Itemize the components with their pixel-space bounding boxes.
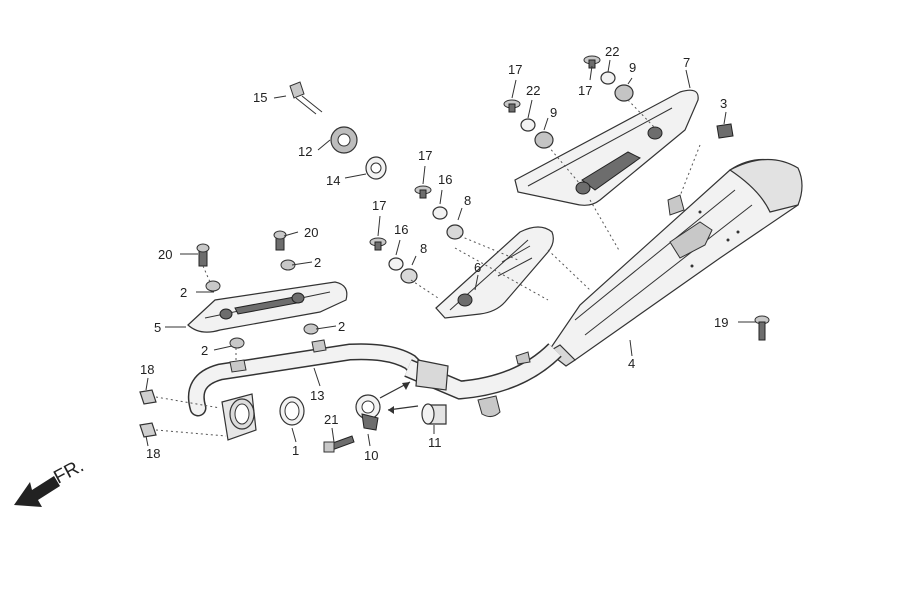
callout-17: 17 — [372, 198, 386, 213]
callout-2: 2 — [201, 343, 208, 358]
callout-18: 18 — [146, 446, 160, 461]
callout-16: 16 — [394, 222, 408, 237]
callout-17: 17 — [418, 148, 432, 163]
front-arrow-icon — [14, 476, 60, 507]
callout-2: 2 — [314, 255, 321, 270]
callout-5: 5 — [154, 320, 161, 335]
callout-21: 21 — [324, 412, 338, 427]
small-parts — [139, 55, 770, 453]
callout-17: 17 — [578, 83, 592, 98]
callout-1: 1 — [292, 443, 299, 458]
callout-2: 2 — [180, 285, 187, 300]
callout-4: 4 — [628, 356, 635, 371]
callout-2: 2 — [338, 319, 345, 334]
callout-numbers: 1 2 2 2 2 3 4 5 6 7 8 8 9 9 10 11 12 13 … — [140, 44, 728, 463]
callout-9: 9 — [550, 105, 557, 120]
callout-6: 6 — [474, 260, 481, 275]
callout-11: 11 — [428, 435, 442, 450]
exhaust-pipe — [187, 339, 562, 441]
muffler — [546, 158, 803, 367]
callout-17: 17 — [508, 62, 522, 77]
muffler-bracket — [435, 226, 554, 319]
callout-20: 20 — [158, 247, 172, 262]
callout-20: 20 — [304, 225, 318, 240]
callout-16: 16 — [438, 172, 452, 187]
callout-8: 8 — [464, 193, 471, 208]
callout-22: 22 — [526, 83, 540, 98]
callout-15: 15 — [253, 90, 267, 105]
callout-8: 8 — [420, 241, 427, 256]
callout-10: 10 — [364, 448, 378, 463]
callout-14: 14 — [326, 173, 340, 188]
muffler-heat-shield — [514, 89, 699, 206]
front-direction-indicator: FR. — [14, 456, 87, 507]
assembly-lines — [155, 99, 701, 437]
callout-18: 18 — [140, 362, 154, 377]
callout-22: 22 — [605, 44, 619, 59]
callout-3: 3 — [720, 96, 727, 111]
callout-leaders — [145, 59, 756, 447]
callout-9: 9 — [629, 60, 636, 75]
callout-7: 7 — [683, 55, 690, 70]
callout-19: 19 — [714, 315, 728, 330]
callout-12: 12 — [298, 144, 312, 159]
callout-13: 13 — [310, 388, 324, 403]
pipe-heat-shield — [187, 281, 348, 333]
